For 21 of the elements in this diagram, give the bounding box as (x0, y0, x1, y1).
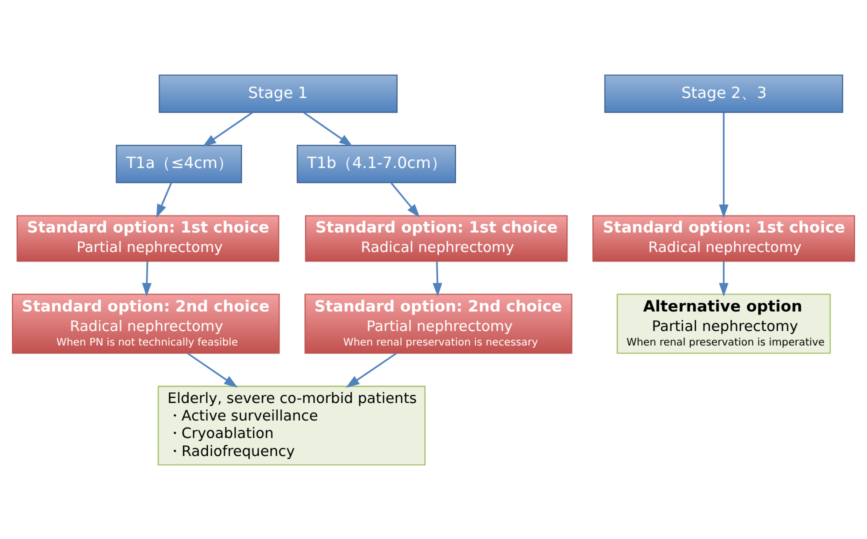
node-box: Stage 1 (158, 74, 398, 112)
arrow (156, 182, 172, 218)
arrow (304, 112, 353, 146)
arrow (718, 260, 729, 296)
arrow (187, 352, 238, 388)
arrow (718, 112, 729, 218)
node-box: Alternative option Partial nephrectomy When renal preservation is imperative (616, 293, 831, 354)
arrow (390, 182, 420, 218)
node-box: Standard option: 1st choice Radical nephrectomy (305, 214, 568, 262)
node-box: Stage 2、3 (604, 74, 844, 112)
node-box: Standard option: 2nd choice Radical nephrectomy When PN is not technically feasible (12, 293, 280, 354)
arrow (346, 352, 397, 388)
node-box: Elderly, severe co-morbid patients ・Active surveillance ・Cryoablation ・Radiofrequency (158, 385, 426, 465)
arrow (142, 260, 152, 296)
arrow (202, 111, 253, 146)
node-box: T1b（4.1-7.0cm） (296, 144, 456, 183)
node-box: Standard option: 2nd choice Partial nephrectomy When renal preservation is necessary (304, 293, 572, 354)
node-box: Standard option: 1st choice Partial nephrectomy (16, 214, 280, 262)
arrow (432, 260, 442, 296)
node-box: Standard option: 1st choice Radical nephrectomy (592, 214, 856, 262)
node-box: T1a（≤4cm） (116, 144, 242, 183)
